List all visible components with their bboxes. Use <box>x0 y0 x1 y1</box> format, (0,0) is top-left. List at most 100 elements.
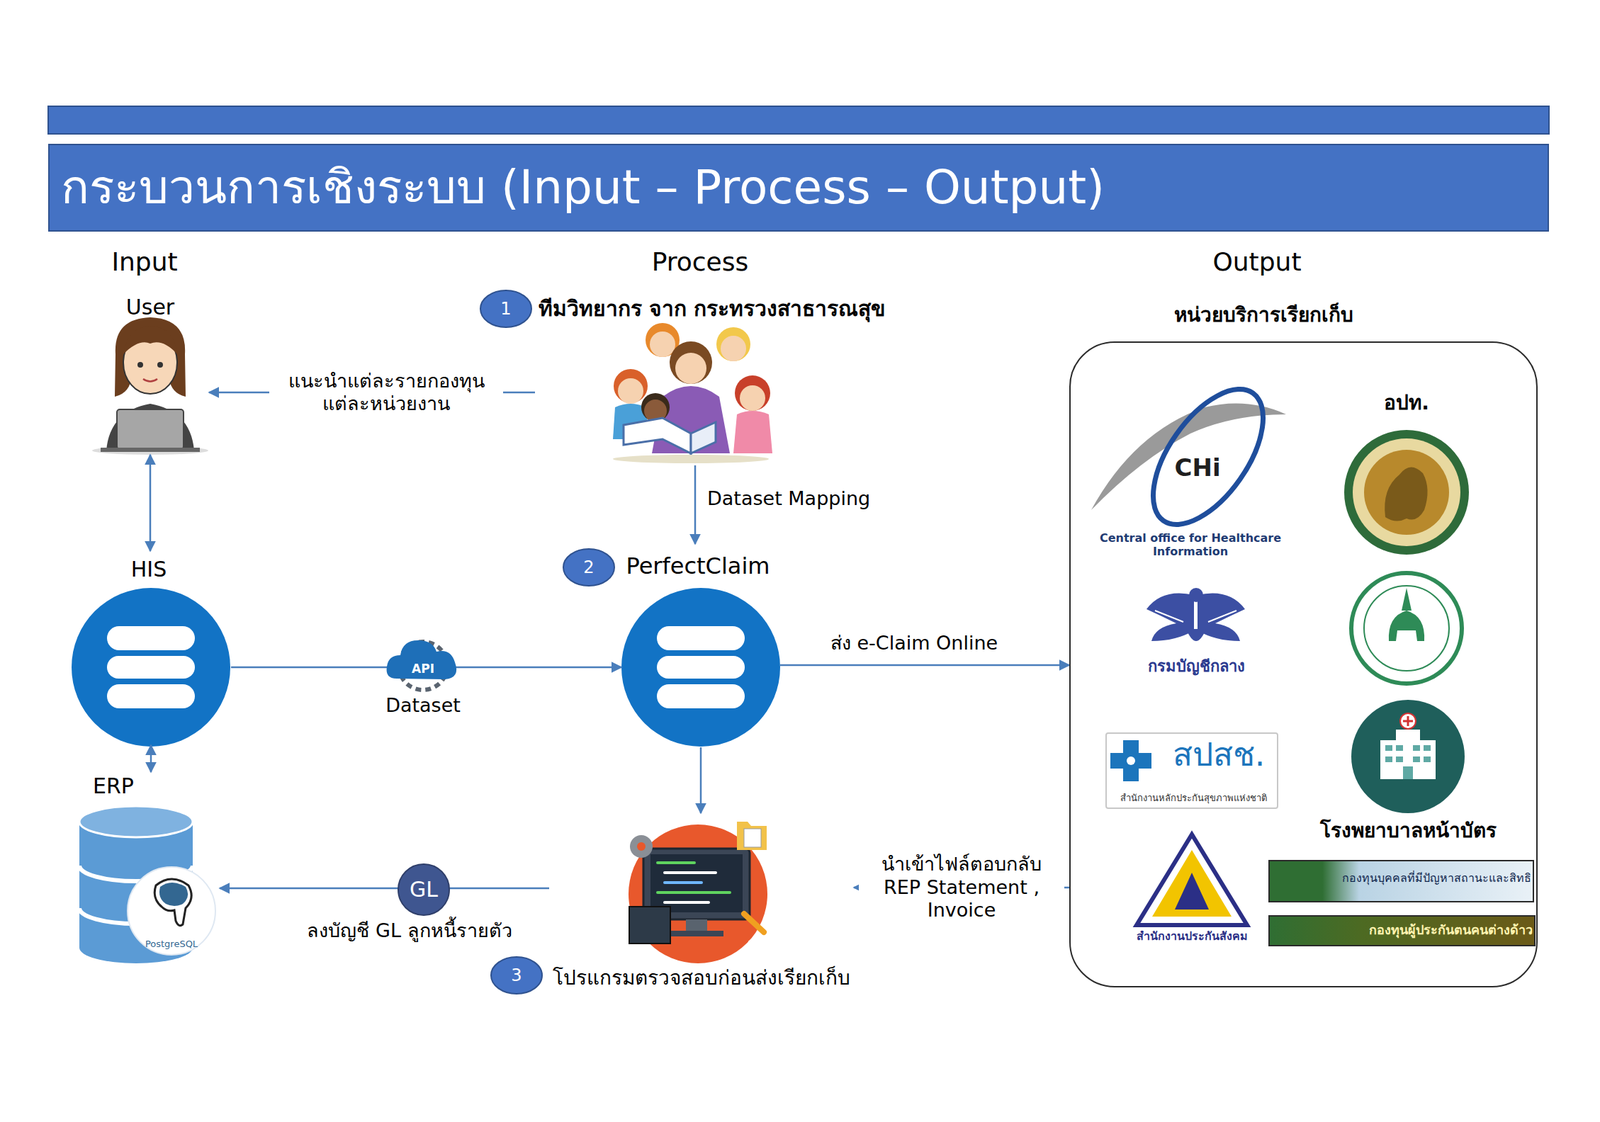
dla-seal <box>1352 438 1461 547</box>
trainer-team-illustration <box>613 369 648 404</box>
program-illustration <box>650 854 743 913</box>
group-title: หน่วยบริการเรียกเก็บ <box>1174 303 1354 328</box>
node: อปท. <box>1339 388 1474 560</box>
column-heading-box: Input <box>111 246 178 278</box>
logo-text-box: CHi <box>1165 453 1230 483</box>
column-heading-box: Process <box>651 246 749 278</box>
user-icon <box>157 362 163 368</box>
program-illustration <box>657 863 730 903</box>
dla-seal <box>1364 449 1450 535</box>
node: หน่วยบริการเรียกเก็บ CHiCentral office fo… <box>1069 297 1538 988</box>
callout-number: 3 <box>510 965 522 987</box>
callout-badge <box>563 549 615 587</box>
agency-name: สำนักงานหลักประกันสุขภาพแห่งชาติ <box>1120 792 1267 805</box>
trainer-team-illustration <box>641 393 670 422</box>
nhso-cross-icon <box>1110 740 1152 782</box>
system-name: PostgreSQL <box>145 938 198 951</box>
top-bar <box>48 106 1549 134</box>
hospital-icon <box>1395 745 1404 752</box>
agency-name-box: สำนักงานประกันสังคม <box>1128 929 1256 944</box>
trainer-team-illustration <box>716 327 751 362</box>
system-name: HIS <box>131 556 167 583</box>
trainer-team-illustration <box>649 331 676 358</box>
comptroller-garuda <box>1186 629 1207 642</box>
system-name: PerfectClaim <box>626 552 771 580</box>
api-icon-text-box: API <box>411 661 435 676</box>
node: User <box>99 291 210 455</box>
user-icon <box>116 409 184 450</box>
gl-badge <box>398 864 450 916</box>
flow-arrow <box>700 747 703 814</box>
erp-database-cylinder <box>159 882 188 907</box>
user-icon <box>114 317 186 397</box>
column-heading: Output <box>1212 246 1301 278</box>
hospital-icon <box>1380 740 1436 780</box>
program-illustration <box>629 835 653 859</box>
program-illustration <box>657 891 730 895</box>
column-heading: Input <box>111 246 178 278</box>
nhso-cross-icon <box>1126 756 1136 766</box>
hospital-icon <box>1351 700 1465 814</box>
agency-name-box: โรงพยาบาลหน้าบัตร <box>1317 819 1499 844</box>
edge-label-box: Dataset <box>385 694 461 718</box>
flow-arrow <box>694 465 697 545</box>
agency-name: สปสช. <box>1172 735 1266 775</box>
callout-number-box: 2 <box>583 557 594 579</box>
node: โปรแกรมตรวจสอบก่อนส่งเรียกเก็บ <box>549 813 854 1000</box>
fund-name: กองทุนผู้ประกันตนคนต่างด้าว <box>1368 922 1533 939</box>
user-icon <box>143 379 158 382</box>
erp-database-cylinder <box>154 879 192 927</box>
edge-label: แนะนำแต่ละรายกองทุน แต่ละหน่วยงาน <box>269 368 504 418</box>
agency-name-box: อปท. <box>1353 391 1460 416</box>
database-icon <box>106 656 195 679</box>
node: PerfectClaim <box>621 544 781 748</box>
bma-seal <box>1401 588 1412 611</box>
program-illustration <box>628 824 768 964</box>
database-icon <box>71 588 231 747</box>
comptroller-garuda <box>1146 588 1245 642</box>
erp-database-cylinder <box>127 867 216 956</box>
hospital-icon <box>1403 716 1413 727</box>
node: กรมบัญชีกลาง <box>1133 579 1258 690</box>
database-icon <box>656 626 745 651</box>
edge-label: Dataset <box>385 694 461 718</box>
hospital-icon <box>1400 713 1416 730</box>
database-icon <box>71 588 231 747</box>
column-heading-box: Output <box>1212 246 1301 278</box>
gl-icon-text-box: GL <box>409 877 438 903</box>
fund-name-box: กองทุนบุคคลที่มีปัญหาสถานะและสิทธิ <box>1339 871 1534 886</box>
callout-number-box: 3 <box>510 965 522 987</box>
program-illustration <box>629 906 671 944</box>
trainer-team-illustration <box>739 385 766 411</box>
group-title-box: หน่วยบริการเรียกเก็บ <box>1114 303 1413 328</box>
trainer-team-illustration <box>612 323 773 464</box>
database-icon <box>106 684 195 709</box>
dla-seal <box>1344 430 1469 555</box>
bma-seal <box>1351 573 1462 684</box>
trainer-team-illustration <box>733 410 773 454</box>
logo-text-box: Central office for Healthcare Informatio… <box>1091 531 1290 559</box>
bma-seal <box>1351 573 1462 684</box>
column-heading: Process <box>651 246 749 278</box>
hospital-icon <box>1385 745 1431 780</box>
agency-name-box: กรมบัญชีกลาง <box>1135 657 1257 676</box>
agency-name: สำนักงานประกันสังคม <box>1136 929 1248 944</box>
sso-logo <box>1174 872 1209 910</box>
hospital-icon <box>1403 766 1413 780</box>
program-illustration <box>657 861 695 865</box>
node: โรงพยาบาลหน้าบัตร <box>1317 697 1500 850</box>
sso-logo <box>1136 834 1248 926</box>
program-illustration <box>744 914 764 933</box>
database-icon <box>621 588 781 747</box>
user-icon <box>92 317 209 455</box>
chi-logo <box>1131 370 1285 543</box>
agency-name-box: สปสช. <box>1158 735 1280 775</box>
system-name: ERP <box>92 773 134 800</box>
comptroller-garuda <box>1189 588 1204 603</box>
api-cloud-icon <box>386 640 458 680</box>
flow-arrow <box>219 887 550 890</box>
sso-logo <box>1152 850 1232 917</box>
comptroller-garuda <box>1155 610 1237 623</box>
agency-name: กรมบัญชีกลาง <box>1147 657 1245 676</box>
node: ERP PostgreSQL <box>70 772 220 966</box>
